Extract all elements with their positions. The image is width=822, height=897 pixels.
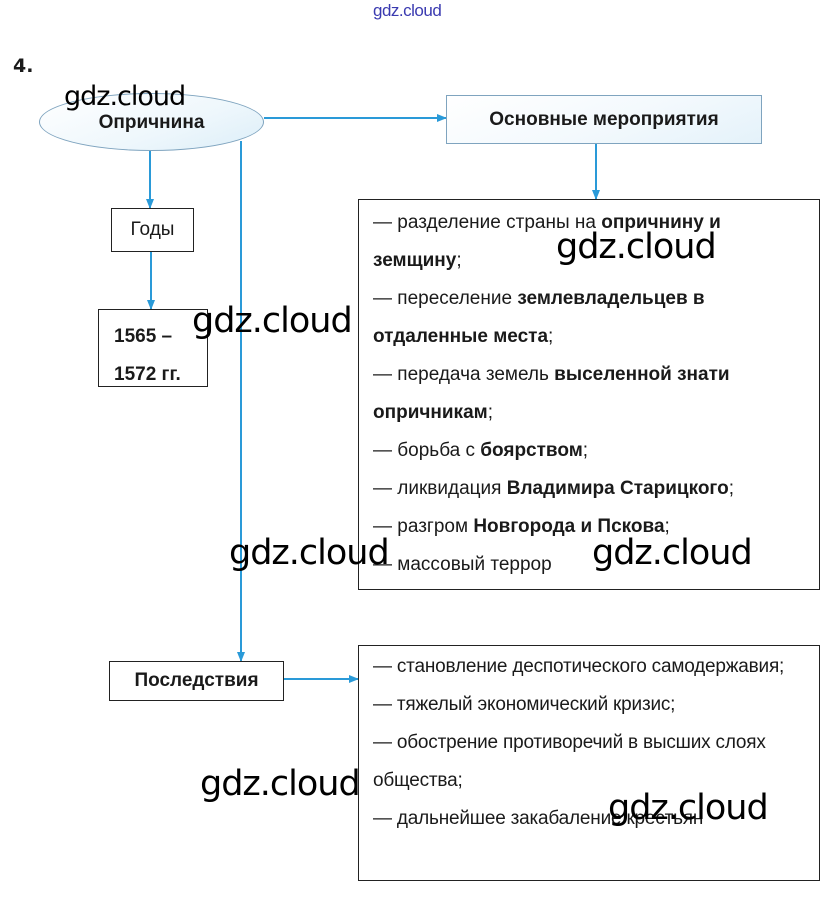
measures-list: — разделение страны на опричнину и земщи… xyxy=(358,199,820,590)
watermark: gdz.cloud xyxy=(592,533,753,573)
consequences-node: Последствия xyxy=(109,661,284,701)
measure-item: — борьба с боярством; xyxy=(373,440,589,461)
years-value-start: 1565 – xyxy=(114,326,173,347)
years-value-end: 1572 гг. xyxy=(114,364,181,385)
measure-item: — переселение землевладельцев в отдаленн… xyxy=(373,288,705,347)
watermark: gdz.cloud xyxy=(229,533,390,573)
consequence-item: — обострение противоречий в высших слоях… xyxy=(373,732,766,791)
consequence-item: — становление деспотического самодержави… xyxy=(373,656,785,677)
measure-item: — разгром Новгорода и Пскова; xyxy=(373,516,670,537)
watermark: gdz.cloud xyxy=(200,764,361,804)
measure-item: — ликвидация Владимира Старицкого; xyxy=(373,478,734,499)
watermark: gdz.cloud xyxy=(64,81,186,112)
years-node-label: Годы xyxy=(130,219,175,240)
watermark: gdz.cloud xyxy=(192,301,353,341)
consequences-node-label: Последствия xyxy=(134,670,259,691)
watermark: gdz.cloud xyxy=(608,788,769,828)
consequence-item: — тяжелый экономический кризис; xyxy=(373,694,676,715)
root-node-oprichnina: Опричнина xyxy=(39,93,264,151)
years-node: Годы xyxy=(111,208,194,252)
measures-node-label: Основные мероприятия xyxy=(489,108,719,130)
task-number: 4. xyxy=(13,55,34,77)
consequences-list: — становление деспотического самодержави… xyxy=(358,645,820,881)
root-node-label: Опричнина xyxy=(98,112,205,133)
measure-item: — массовый террор xyxy=(373,554,552,575)
measure-item: — передача земель выселенной знати оприч… xyxy=(373,364,730,423)
consequence-item: — дальнейшее закабаление крестьян xyxy=(373,808,704,829)
watermark: gdz.cloud xyxy=(556,227,717,267)
measures-node: Основные мероприятия xyxy=(446,95,762,144)
measure-item: — разделение страны на опричнину и земщи… xyxy=(373,212,721,271)
site-watermark-header: gdz.cloud xyxy=(373,1,442,20)
years-value-node: 1565 – 1572 гг. xyxy=(98,309,208,387)
